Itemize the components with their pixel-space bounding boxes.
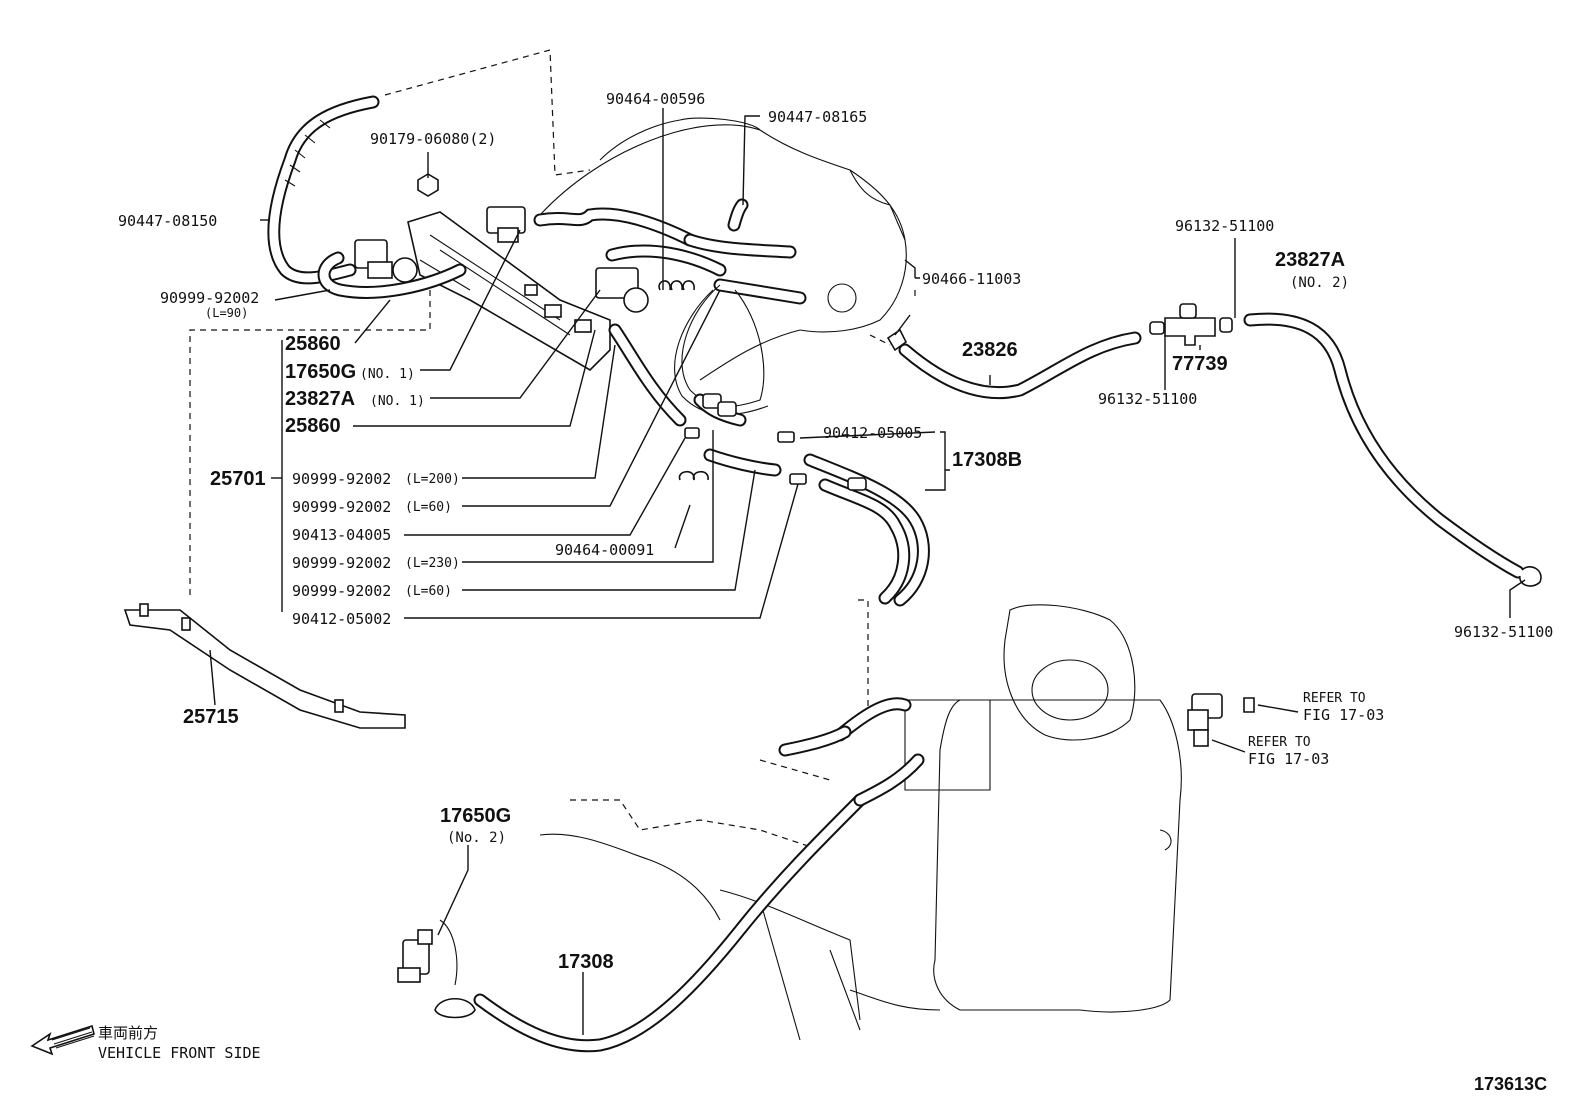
label-17650g-no2: 17650G — [440, 805, 511, 827]
engine-outline — [539, 117, 907, 381]
label-90447-08165: 90447-08165 — [768, 108, 867, 126]
hose-23826 — [886, 328, 1142, 400]
label-front-jp: 車両前方 — [98, 1024, 158, 1042]
label-23826: 23826 — [962, 339, 1018, 361]
union-joints — [678, 393, 807, 485]
hose-17308 — [434, 697, 925, 1053]
bracket-25701 — [407, 211, 611, 372]
vsv-17650g-no2 — [397, 919, 458, 986]
label-vehicle-front-side: VEHICLE FRONT SIDE — [98, 1044, 261, 1062]
hose-upper-mid — [533, 198, 807, 305]
clip-90464-00596 — [658, 280, 695, 291]
charcoal-canister — [904, 604, 1182, 1013]
label-l60-b: (L=60) — [405, 584, 452, 599]
label-l90: (L=90) — [205, 306, 248, 320]
hose-90447-08150 — [267, 95, 380, 285]
label-refer-to-1: REFER TO — [1303, 691, 1366, 706]
label-no2-b: (No. 2) — [447, 830, 506, 846]
label-90999-92002-l230: 90999-92002 — [292, 554, 391, 572]
label-refer-to-2: REFER TO — [1248, 735, 1311, 750]
label-90999-92002-l60-a: 90999-92002 — [292, 498, 391, 516]
label-l60-a: (L=60) — [405, 500, 452, 515]
label-25860-b: 25860 — [285, 415, 341, 437]
label-no1-a: (NO. 1) — [360, 367, 415, 382]
fuel-tank-outline — [539, 799, 941, 1041]
label-90999-92002-l60-b: 90999-92002 — [292, 582, 391, 600]
label-25860-a: 25860 — [285, 333, 341, 355]
vsv-valve-right — [595, 267, 649, 313]
label-l230: (L=230) — [405, 556, 460, 571]
front-arrow-icon — [30, 1024, 95, 1056]
vsv-valve-left — [354, 239, 418, 283]
label-90466-11003: 90466-11003 — [922, 270, 1021, 288]
label-25715: 25715 — [183, 706, 239, 728]
vsv-valve-mid — [486, 206, 526, 243]
label-23827a-no2: 23827A — [1275, 249, 1345, 271]
hose-90999-l90 — [317, 251, 467, 299]
label-90464-00091: 90464-00091 — [555, 541, 654, 559]
label-90464-00596: 90464-00596 — [606, 90, 705, 108]
label-96132-51100-b: 96132-51100 — [1098, 390, 1197, 408]
label-90413-04005: 90413-04005 — [292, 526, 391, 544]
label-90447-08150: 90447-08150 — [118, 212, 217, 230]
hose-23827a-no2 — [1243, 312, 1542, 587]
hose-17308b — [803, 453, 930, 607]
label-90412-05002: 90412-05002 — [292, 610, 391, 628]
vsv-77739 — [1149, 303, 1233, 346]
dashed-connections — [189, 49, 916, 781]
label-96132-51100-c: 96132-51100 — [1454, 623, 1553, 641]
label-25701: 25701 — [210, 468, 266, 490]
label-17308b: 17308B — [952, 449, 1022, 471]
label-fig-17-03-2: FIG 17-03 — [1248, 750, 1329, 768]
label-no1-b: (NO. 1) — [370, 394, 425, 409]
label-l200: (L=200) — [405, 472, 460, 487]
label-96132-51100-a: 96132-51100 — [1175, 217, 1274, 235]
label-77739: 77739 — [1172, 353, 1228, 375]
vsv-refer-fig — [1187, 693, 1255, 747]
label-90412-05005: 90412-05005 — [823, 424, 922, 442]
label-no2: (NO. 2) — [1290, 275, 1349, 291]
figure-id: 173613C — [1474, 1074, 1547, 1094]
hose-lower-loop — [608, 284, 782, 477]
leader-lines — [209, 108, 1526, 1035]
label-90179-06080: 90179-06080(2) — [370, 130, 496, 148]
label-17650g-no1: 17650G — [285, 361, 356, 383]
label-23827a-no1: 23827A — [285, 388, 355, 410]
bracket-25715 — [123, 603, 406, 729]
label-90999-92002-l90: 90999-92002 — [160, 289, 259, 307]
label-17308: 17308 — [558, 951, 614, 973]
label-90999-92002-l200: 90999-92002 — [292, 470, 391, 488]
label-fig-17-03-1: FIG 17-03 — [1303, 706, 1384, 724]
